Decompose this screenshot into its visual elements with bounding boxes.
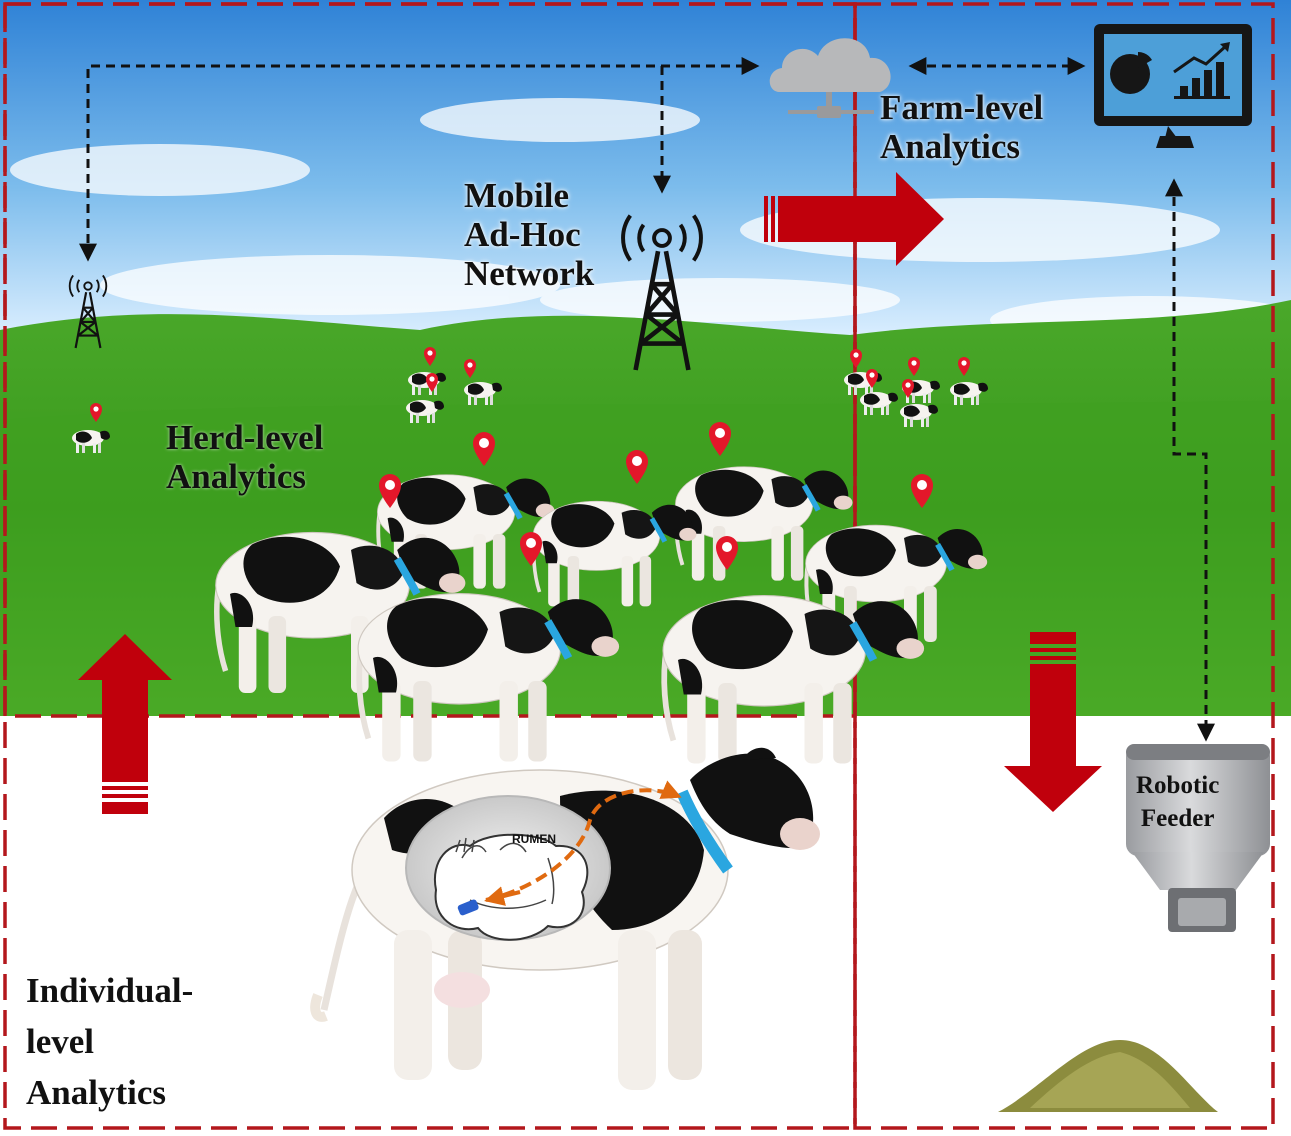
arrow-individual-to-herd (78, 634, 172, 814)
flow-arrows (78, 172, 1102, 814)
individual-level-analytics-label: Individual- level Analytics (26, 971, 194, 1112)
individual-cow (310, 747, 820, 1090)
rumen-icon (433, 833, 589, 941)
robotic-feeder-label: Robotic Feeder (1136, 772, 1220, 832)
arrow-herd-to-farm (764, 172, 944, 266)
network-links (79, 57, 1215, 742)
cloud-server-icon (769, 38, 891, 118)
rumen-to-collar-flow (485, 780, 682, 902)
robotic-feeder-icon (1126, 744, 1270, 932)
farm-level-analytics-label: Farm-level Analytics (880, 88, 1044, 167)
herd-level-analytics-label: Herd-level Analytics (166, 418, 324, 497)
arrow-farm-to-feeder (1004, 632, 1102, 812)
analytics-monitor-icon (1094, 24, 1252, 148)
rumen-label: RUMEN (512, 832, 556, 846)
mobile-ad-hoc-network-label: Mobile Ad-Hoc Network (464, 176, 595, 294)
feed-pile-icon (998, 1040, 1218, 1112)
rumen-bolus-sensor-icon (457, 899, 479, 916)
